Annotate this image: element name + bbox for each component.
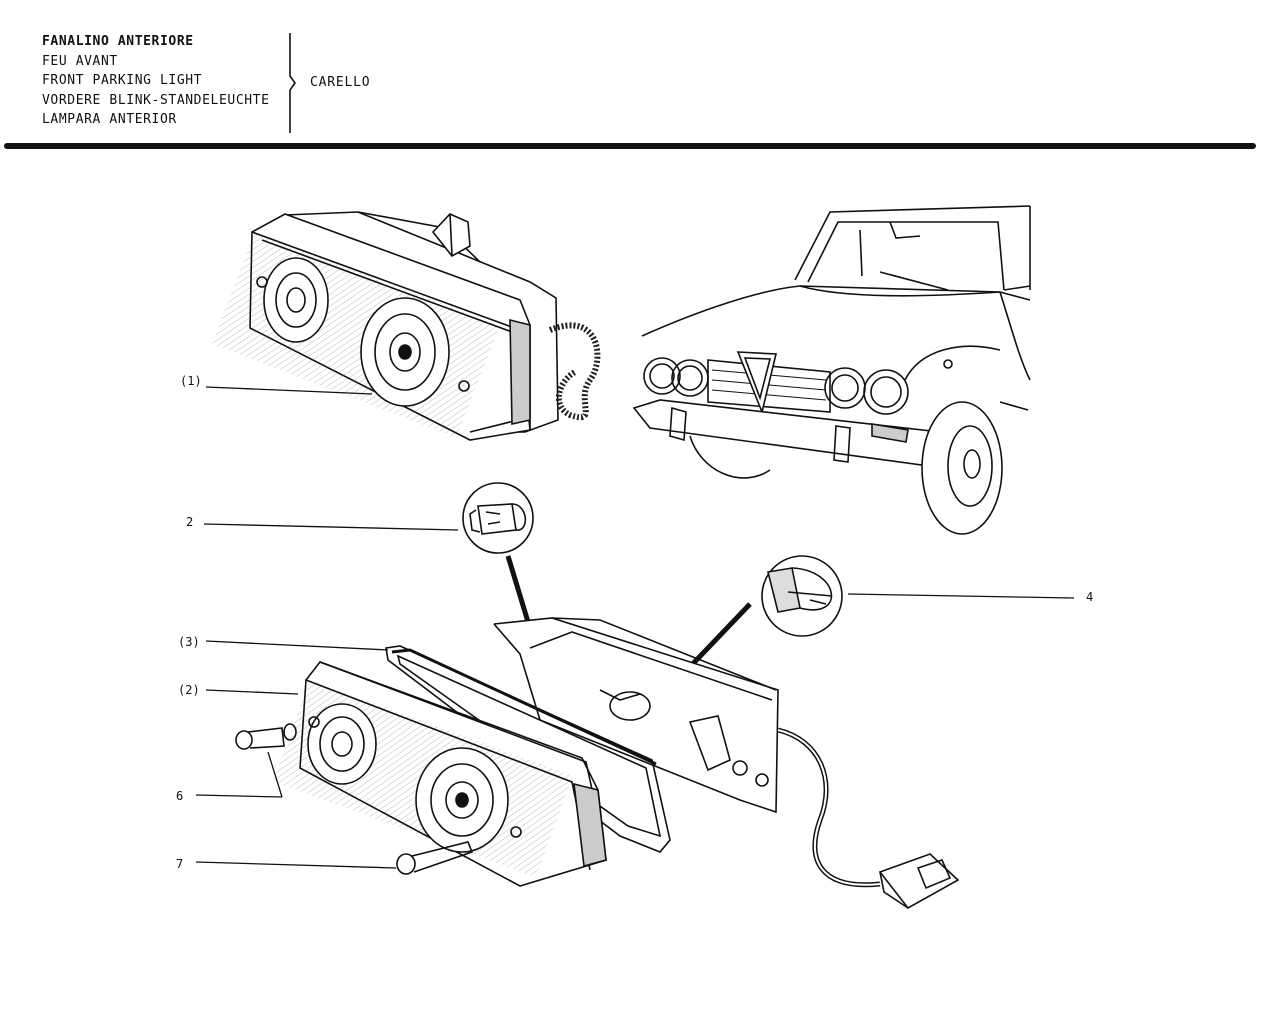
title-french: FEU AVANT: [42, 53, 118, 69]
large-bulb-illustration: [761, 555, 843, 637]
title-spanish: LAMPARA ANTERIOR: [42, 112, 177, 127]
callout-assembly: (1): [180, 374, 202, 388]
callout-leader-lines: [195, 386, 1075, 869]
title-german: VORDERE BLINK-STANDELEUCHTE: [42, 92, 270, 108]
title-english: FRONT PARKING LIGHT: [42, 73, 203, 88]
callout-bulb-small: 2: [186, 515, 193, 529]
small-bulb-illustration: [462, 482, 534, 554]
header-divider: [4, 143, 1256, 149]
parts-title-block: FANALINO ANTERIORE FEU AVANT FRONT PARKI…: [42, 32, 270, 130]
callout-gasket: (3): [178, 635, 200, 649]
assembled-lamp-illustration: [211, 211, 601, 441]
gasket-illustration: [385, 645, 671, 853]
brace-bracket: [289, 33, 296, 133]
callout-lens: (2): [178, 683, 200, 697]
callout-screw-short: 6: [176, 789, 183, 803]
callout-screw-long: 7: [176, 857, 183, 871]
title-italian: FANALINO ANTERIORE: [42, 34, 194, 49]
lamp-housing-illustration: [493, 617, 960, 910]
short-screw-illustration: [235, 723, 297, 750]
car-front-illustration: [632, 205, 1031, 535]
supplier-name: CARELLO: [310, 75, 371, 90]
long-screw-illustration: [396, 841, 474, 875]
lens-illustration: [273, 661, 607, 887]
callout-bulb-large: 4: [1086, 590, 1093, 604]
